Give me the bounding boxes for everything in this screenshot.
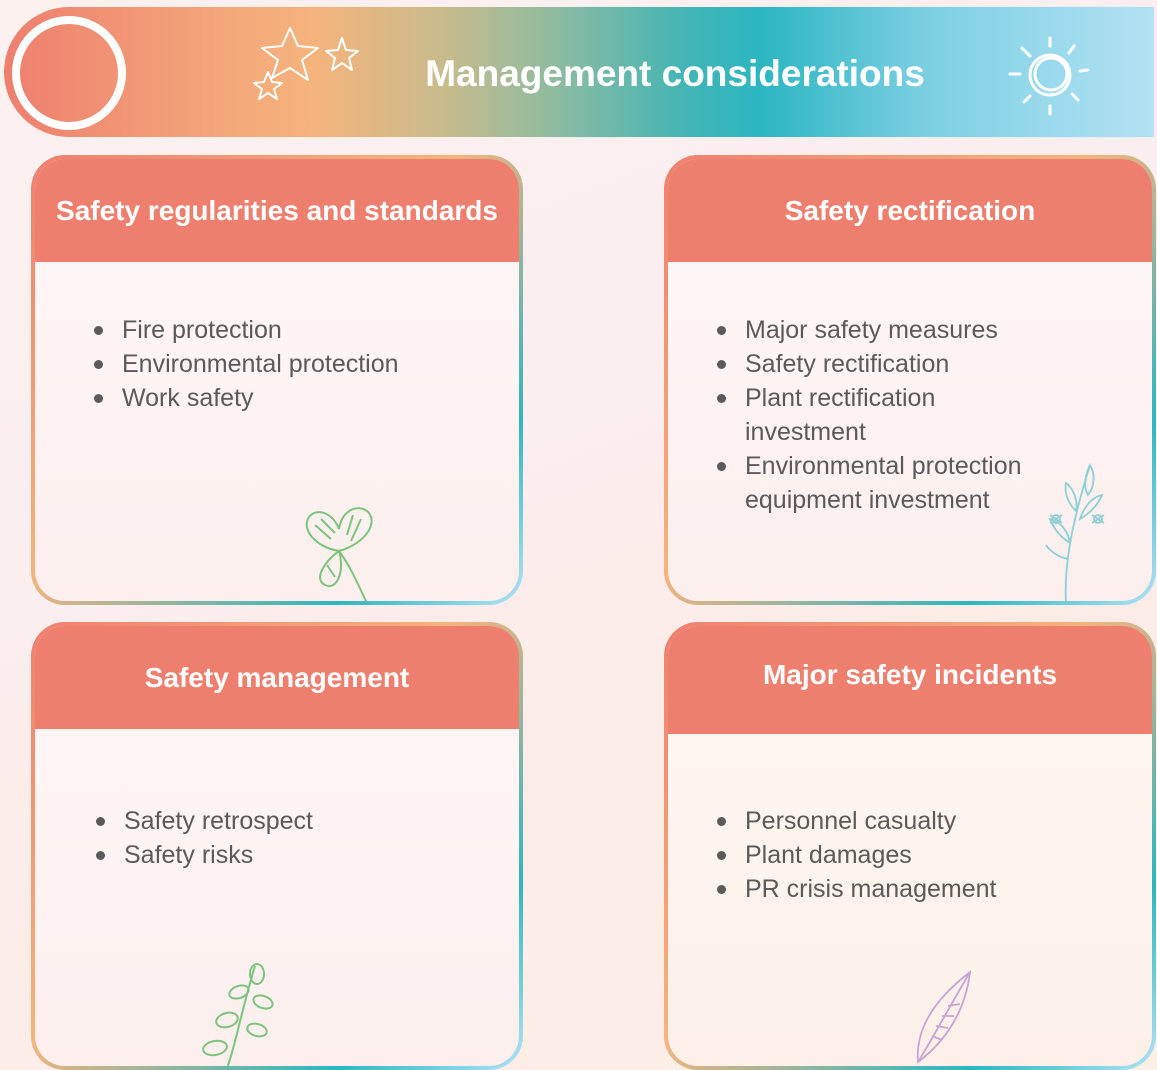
- card-major-safety-incidents: Major safety incidents Personnel casualt…: [664, 622, 1156, 1070]
- list-item: Safety risks: [92, 838, 313, 872]
- list-item: Safety retrospect: [92, 804, 313, 838]
- list-item: PR crisis management: [713, 872, 996, 906]
- feather-leaf-icon: [916, 969, 972, 1064]
- bullet-list: Safety retrospect Safety risks: [92, 804, 313, 872]
- card-title: Safety management: [35, 626, 519, 729]
- bullet-list: Major safety measures Safety rectificati…: [713, 313, 1033, 517]
- vine-icon: [202, 963, 274, 1066]
- clover-icon: [305, 507, 373, 601]
- stars-icon: [253, 27, 359, 100]
- list-item: Environmental protection: [90, 347, 399, 381]
- header-banner: [4, 7, 1154, 137]
- leafy-branch-icon: [1045, 463, 1105, 601]
- list-item: Plant rectification investment: [713, 381, 1033, 449]
- list-item: Work safety: [90, 381, 399, 415]
- circle-icon: [12, 16, 126, 130]
- card-title: Safety regularities and standards: [35, 159, 519, 262]
- card-safety-rectification: Safety rectification Major safety measur…: [664, 155, 1156, 605]
- list-item: Environmental protection equipment inves…: [713, 449, 1033, 517]
- list-item: Fire protection: [90, 313, 399, 347]
- list-item: Safety rectification: [713, 347, 1033, 381]
- sun-icon: [1008, 36, 1090, 116]
- page-title: Management considerations: [425, 53, 925, 94]
- list-item: Personnel casualty: [713, 804, 996, 838]
- card-safety-regularities: Safety regularities and standards Fire p…: [31, 155, 523, 605]
- list-item: Plant damages: [713, 838, 996, 872]
- bullet-list: Personnel casualty Plant damages PR cris…: [713, 804, 996, 906]
- card-title: Major safety incidents: [668, 626, 1152, 734]
- card-safety-management: Safety management Safety retrospect Safe…: [31, 622, 523, 1070]
- bullet-list: Fire protection Environmental protection…: [90, 313, 399, 415]
- card-title: Safety rectification: [668, 159, 1152, 262]
- list-item: Major safety measures: [713, 313, 1033, 347]
